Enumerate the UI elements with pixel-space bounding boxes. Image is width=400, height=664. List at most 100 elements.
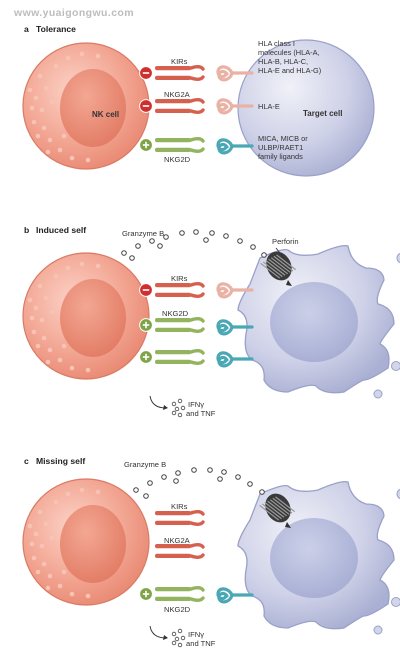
c-target-nucleus — [270, 518, 358, 598]
c-nkg2a-receptor-head — [189, 553, 205, 559]
a-receptor-label-kirs: KIRs — [171, 57, 188, 66]
a-granule — [29, 105, 35, 111]
a-granule — [35, 133, 41, 139]
c-granule — [29, 541, 35, 547]
c-pore-stripe — [264, 502, 285, 518]
a-granule — [39, 107, 45, 113]
c-cytokine-dot — [177, 628, 183, 634]
c-bleb — [396, 488, 400, 500]
b-kir-receptor-head — [189, 282, 205, 288]
c-granule — [85, 593, 91, 599]
b-granule — [37, 283, 43, 289]
a-ligand-label-mic: MICA, MICB or — [258, 134, 308, 143]
b-nkg2d-1-receptor-head — [189, 327, 205, 333]
c-nkg2d-receptor-head — [189, 596, 205, 602]
a-nkg2a-receptor-head — [189, 98, 205, 104]
a-granule — [65, 55, 71, 61]
a-target-cell — [237, 39, 375, 177]
c-cytokine-dot — [174, 636, 180, 642]
c-bleb — [391, 597, 400, 607]
c-receptor-label-kirs: KIRs — [171, 502, 188, 511]
c-granule — [47, 573, 53, 579]
a-nk-label: NK cell — [92, 110, 119, 119]
a-nkg2a-receptor-chain — [155, 108, 191, 113]
a-granule — [95, 53, 101, 59]
c-granule — [69, 591, 75, 597]
b-kir-receptor-head — [189, 292, 205, 298]
c-nucleus — [60, 505, 126, 583]
b-granule — [35, 343, 41, 349]
c-granule — [65, 491, 71, 497]
c-bleb — [373, 625, 383, 635]
b-pore-stripe — [262, 261, 283, 278]
panel-a-title: Tolerance — [36, 24, 76, 34]
c-pore-stripe — [269, 499, 290, 515]
c-granzyme-label: Granzyme B — [124, 460, 166, 469]
b-pore-stripe — [260, 262, 281, 279]
b-granzyme-dot — [129, 255, 135, 261]
b-nkg2d-1-receptor-chain — [155, 318, 191, 323]
a-granule — [79, 51, 85, 57]
b-nkg2d-2-receptor-chain — [155, 359, 191, 364]
a-ligand-label-hla: HLA class I — [258, 39, 295, 48]
c-nkg2a-receptor-chain — [155, 553, 191, 558]
c-granule — [45, 585, 51, 591]
b-nucleus — [60, 279, 126, 357]
c-granule — [41, 561, 47, 567]
c-granzyme-dot — [175, 470, 181, 476]
a-hla-ligand — [216, 65, 254, 82]
b-granule — [65, 265, 71, 271]
b-granzyme-dot — [149, 238, 155, 244]
b-cytokine-label: and TNF — [186, 409, 216, 418]
b-bleb — [373, 389, 383, 399]
c-granule — [35, 569, 41, 575]
b-nkg2d-1-receptor-chain — [155, 327, 191, 332]
b-cytokine-dot — [180, 405, 186, 411]
b-granule — [39, 317, 45, 323]
c-granzyme-dot — [161, 474, 167, 480]
panel-a-letter: a — [24, 24, 29, 34]
c-pore-stripe — [272, 497, 293, 514]
b-cytokine-dot — [171, 401, 177, 407]
c-granule — [79, 487, 85, 493]
b-granule — [79, 261, 85, 267]
b-kir-receptor-chain — [155, 292, 191, 297]
b-granzyme-dot — [121, 250, 127, 256]
b-secretion-arrow — [149, 395, 167, 409]
b-granule — [53, 273, 59, 279]
a-granule — [47, 137, 53, 143]
a-ligand-label-hla: HLA-B, HLA-C, — [258, 57, 308, 66]
c-kir-receptor-head — [189, 510, 205, 516]
panel-b-title: Induced self — [36, 225, 86, 235]
c-granule — [39, 543, 45, 549]
panel-c-title: Missing self — [36, 456, 85, 466]
b-target-nucleus — [270, 282, 358, 362]
c-granule — [49, 535, 55, 541]
c-granzyme-dot — [143, 493, 149, 499]
c-cytokine-dot — [171, 640, 177, 646]
a-nkg2d-receptor-chain — [155, 147, 191, 152]
c-granule — [33, 531, 39, 537]
b-nkg2d-2-receptor-chain — [155, 350, 191, 355]
c-granule — [61, 569, 67, 575]
a-granule — [53, 63, 59, 69]
b-granule — [95, 263, 101, 269]
c-nkg2d-receptor-chain — [155, 596, 191, 601]
b-pore-stripe — [276, 254, 297, 271]
a-nkg2a-receptor-head — [189, 108, 205, 114]
a-granule — [69, 155, 75, 161]
b-cytokine-label: IFNγ — [188, 400, 204, 409]
c-granzyme-dot — [235, 474, 241, 480]
a-granule — [57, 147, 63, 153]
b-mic-1-ligand — [216, 319, 254, 336]
c-granule — [43, 521, 49, 527]
b-cytokine-dot — [174, 406, 180, 412]
b-pore-stripe — [265, 260, 286, 276]
b-receptor-label-kirs: KIRs — [171, 274, 188, 283]
a-granule — [33, 95, 39, 101]
c-granzyme-dot — [217, 476, 223, 482]
b-hla-ligand — [216, 282, 254, 299]
c-granzyme-dot — [259, 489, 265, 495]
b-granzyme-dot — [179, 230, 185, 236]
a-granule — [27, 87, 33, 93]
